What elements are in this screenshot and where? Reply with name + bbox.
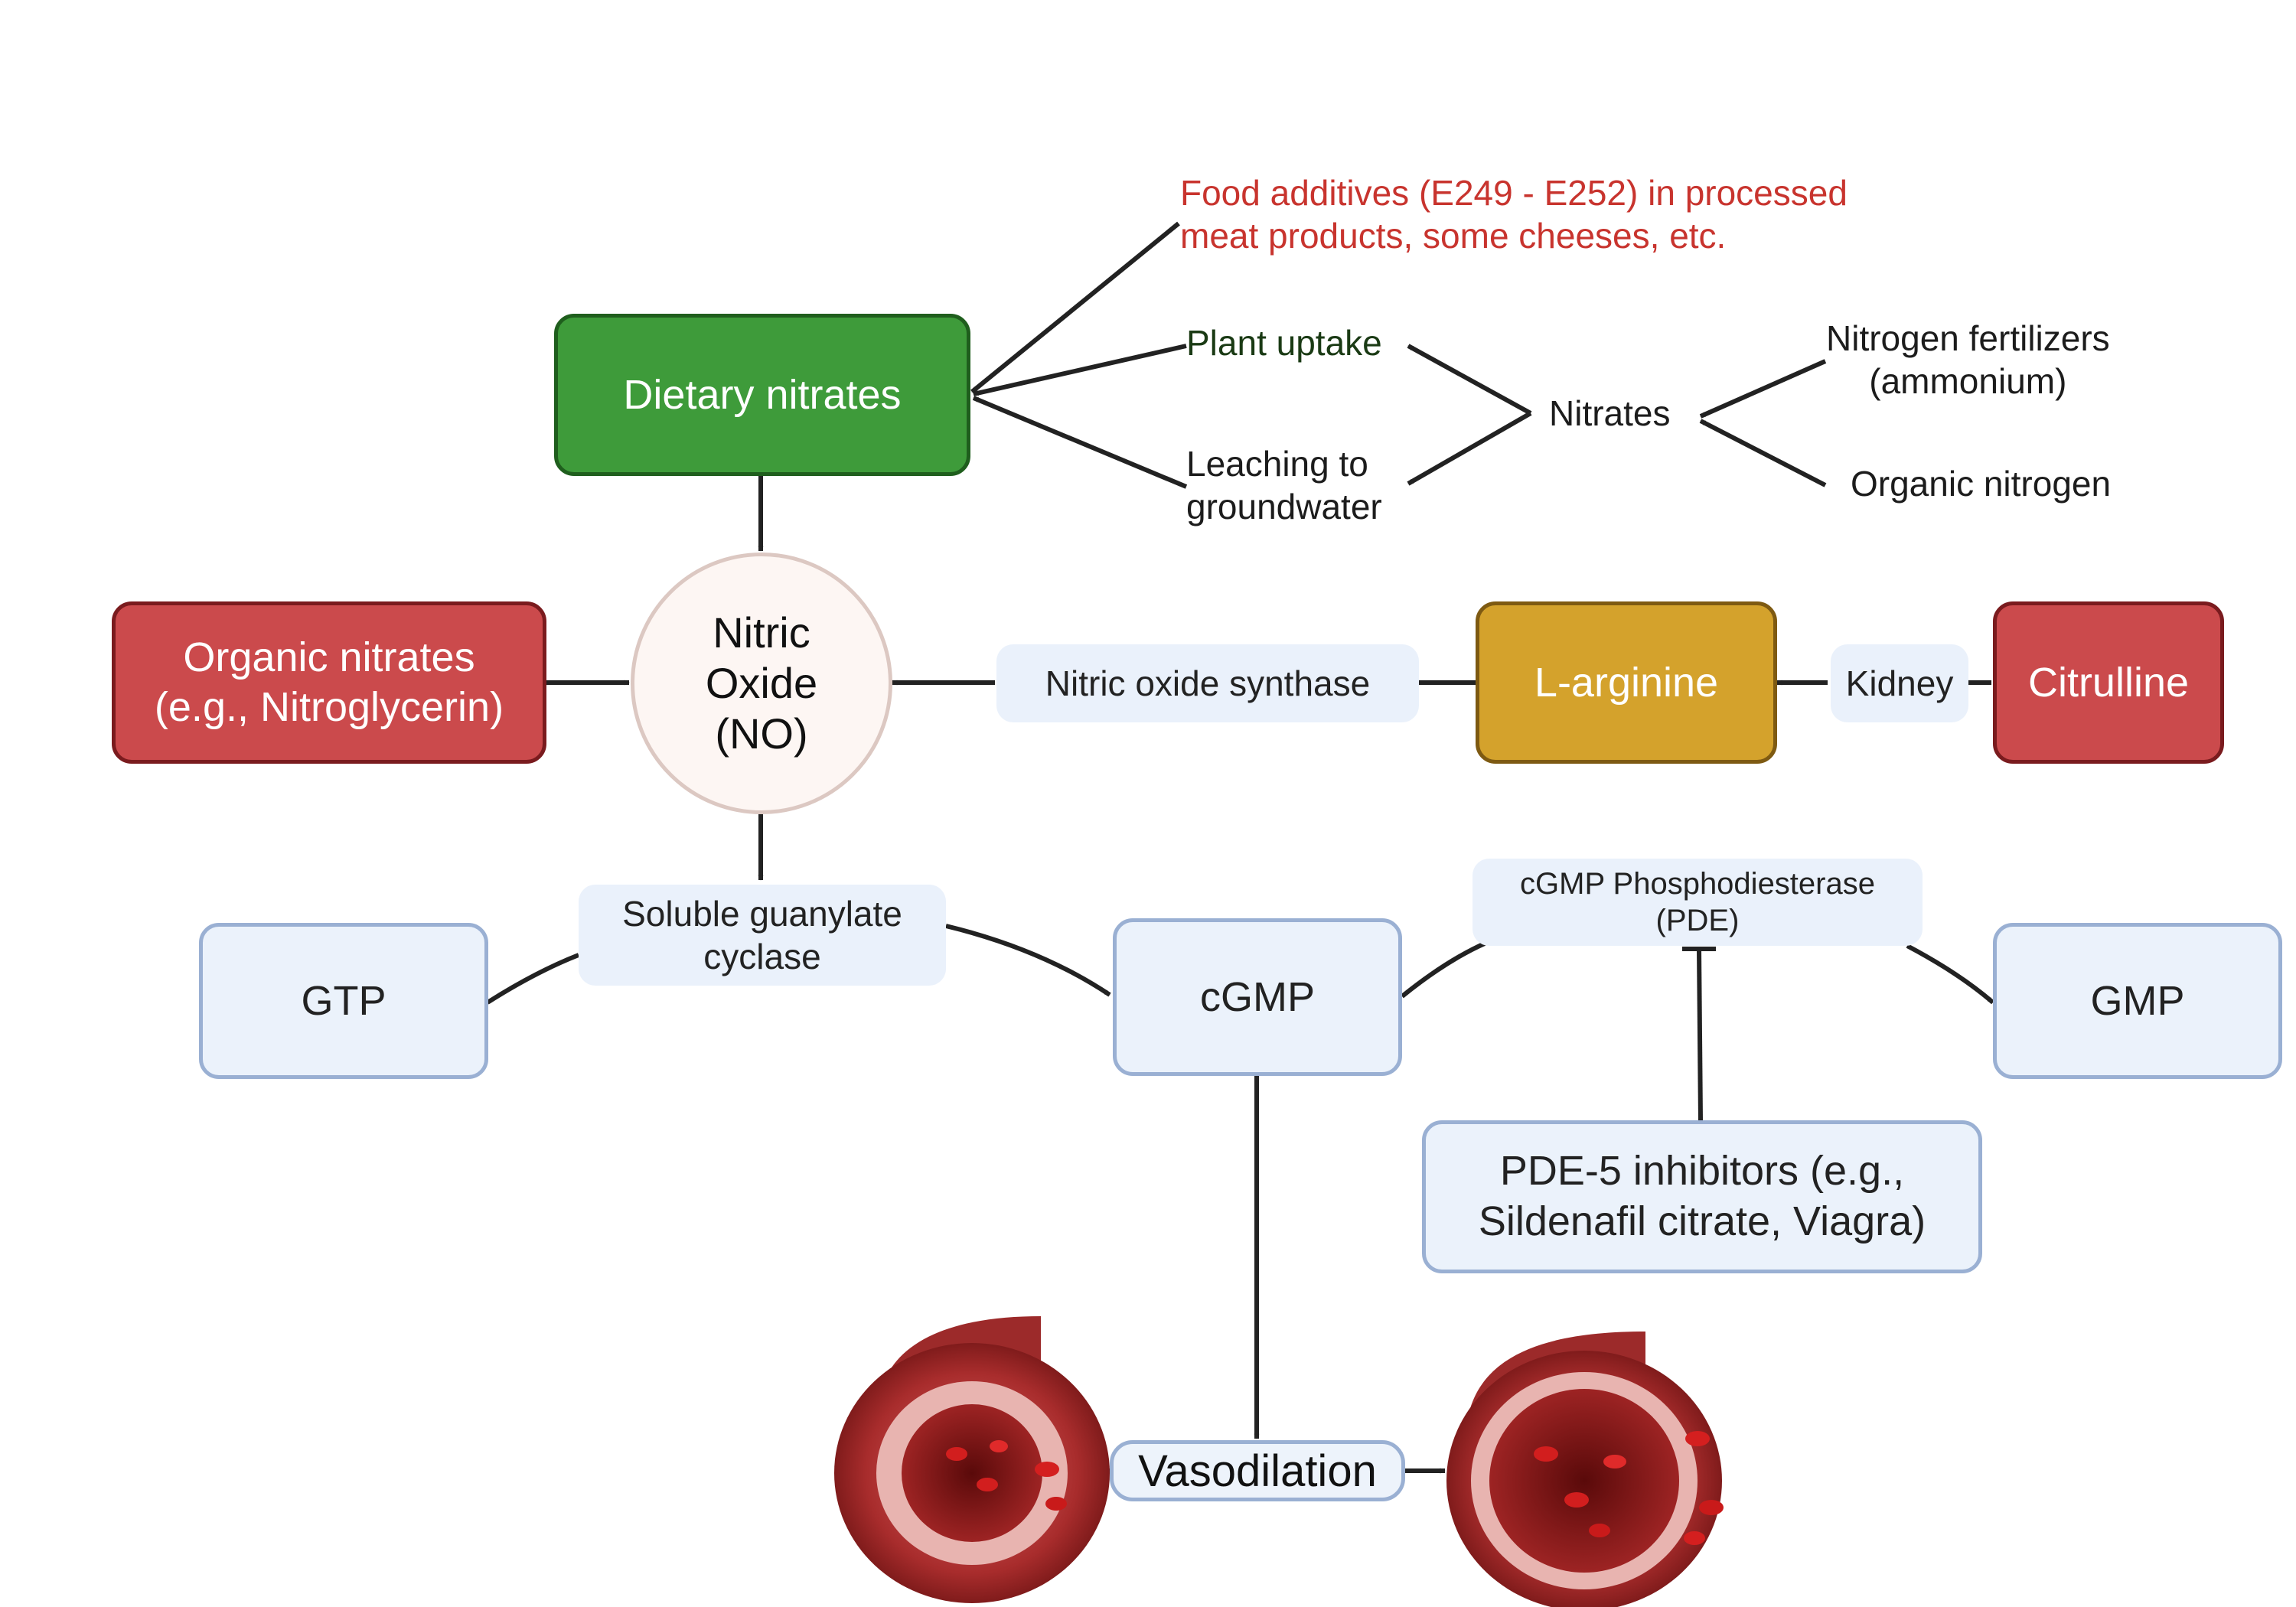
blood-vessel-dilated-image	[1446, 1332, 1724, 1607]
citrulline-box: Citrulline	[1993, 601, 2224, 764]
organic-nitrates-box: Organic nitrates (e.g., Nitroglycerin)	[112, 601, 546, 764]
gtp-box: GTP	[199, 923, 488, 1079]
arrow-plant-uptake	[973, 344, 1187, 396]
soluble-guanylate-cyclase-chip: Soluble guanylate cyclase	[579, 885, 946, 986]
connectors	[486, 221, 1994, 1474]
arrow-leaching	[972, 396, 1188, 489]
arrow-nitrates-to-leaching	[1407, 411, 1532, 486]
line-cgmp-to-pde	[1401, 940, 1488, 999]
vasodilation-box: Vasodilation	[1110, 1440, 1405, 1501]
plant-uptake-label: Plant uptake	[1186, 323, 1382, 363]
arrow-sgc-to-cgmp	[945, 924, 1111, 997]
cgmp-phosphodiesterase-chip: cGMP Phosphodiesterase (PDE)	[1473, 859, 1923, 946]
kidney-chip: Kidney	[1831, 644, 1968, 722]
nitrogen-fertilizers-label: Nitrogen fertilizers (ammonium)	[1826, 318, 2110, 402]
arrow-fertilizers	[1699, 359, 1827, 419]
arrow-nitrates-to-plant	[1407, 344, 1532, 416]
inhibit-pde5	[1697, 948, 1703, 1121]
nitric-oxide-circle: Nitric Oxide (NO)	[631, 553, 892, 814]
blood-vessel-constricted-image	[834, 1316, 1110, 1603]
l-arginine-box: L-arginine	[1476, 601, 1777, 764]
nitric-oxide-synthase-chip: Nitric oxide synthase	[996, 644, 1419, 722]
organic-nitrogen-label: Organic nitrogen	[1851, 464, 2112, 504]
cgmp-box: cGMP	[1113, 918, 1402, 1076]
line-gtp-to-sgc	[486, 953, 580, 1005]
arrow-organic-nitrogen	[1699, 419, 1827, 487]
arrow-food-additives	[970, 221, 1180, 394]
arrow-pde-to-gmp	[1906, 944, 1994, 1005]
dietary-nitrates-box: Dietary nitrates	[554, 314, 970, 476]
nitrates-label: Nitrates	[1549, 393, 1671, 433]
food-additives-label: Food additives (E249 - E252) in processe…	[1180, 173, 1848, 256]
pde5-inhibitors-box: PDE-5 inhibitors (e.g., Sildenafil citra…	[1422, 1120, 1982, 1273]
gmp-box: GMP	[1993, 923, 2282, 1079]
leaching-label: Leaching to groundwater	[1186, 444, 1382, 527]
